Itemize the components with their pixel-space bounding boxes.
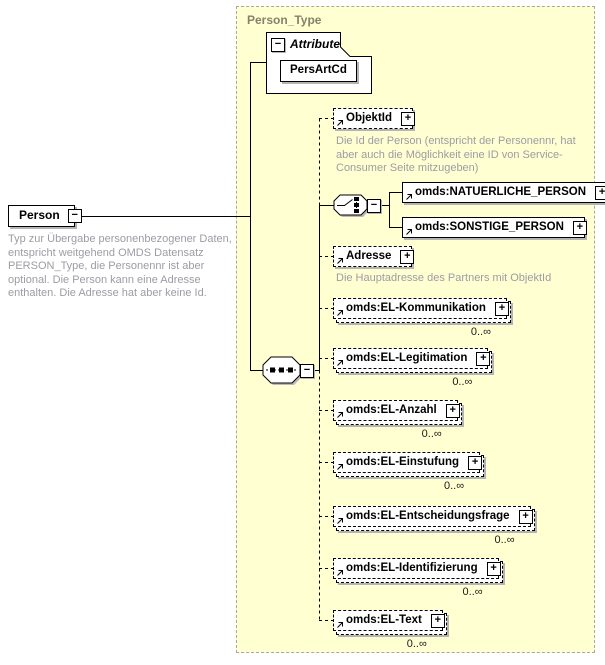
complex-type-container: Person_Type [236,6,595,653]
expand-button[interactable]: + [445,403,460,418]
element-adresse[interactable]: Adresse + [333,246,415,267]
expand-button[interactable]: + [572,220,587,235]
reference-arrow-icon [405,228,413,236]
element-el-text[interactable]: omds:EL-Text + 0..∞ [333,610,447,650]
occurrence-label: 0..∞ [494,534,515,546]
occurrence-label: 0..∞ [470,326,491,338]
element-el-identifizierung[interactable]: omds:EL-Identifizierung + 0..∞ [333,558,503,598]
element-el-legitimation[interactable]: omds:EL-Legitimation + 0..∞ [333,348,493,388]
element-name: omds:EL-Einstufung [346,456,460,468]
occurrence-label: 0..∞ [421,428,442,440]
occurrence-label: 0..∞ [462,586,483,598]
reference-arrow-icon [336,569,344,577]
reference-arrow-icon [336,463,344,471]
attribute-name: PersArtCd [290,64,347,76]
element-name: omds:EL-Kommunikation [346,302,486,314]
expand-button[interactable]: + [400,249,415,264]
element-natuerliche-person[interactable]: omds:NATUERLICHE_PERSON + [402,182,605,203]
choice-collapse-button[interactable]: − [367,199,381,213]
expand-button[interactable]: + [401,111,416,126]
reference-arrow-icon [336,309,344,317]
expand-button[interactable]: + [595,185,605,200]
element-person[interactable]: Person − [8,205,82,227]
reference-arrow-icon [405,193,413,201]
attribute-group-collapse-button[interactable]: − [271,38,285,52]
element-el-entscheidungsfrage[interactable]: omds:EL-Entscheidungsfrage + 0..∞ [333,506,535,546]
element-name: omds:EL-Legitimation [346,352,468,364]
element-el-kommunikation[interactable]: omds:EL-Kommunikation + 0..∞ [333,298,511,338]
element-name: Adresse [346,250,392,262]
collapse-button[interactable]: − [67,209,82,223]
element-name: omds:NATUERLICHE_PERSON [415,186,587,198]
element-name: Person [19,208,60,222]
reference-arrow-icon [336,621,344,629]
element-description: Die Hauptadresse des Partners mit Objekt… [336,272,552,284]
expand-button[interactable]: + [430,613,445,628]
expand-button[interactable]: + [468,455,483,470]
reference-arrow-icon [336,359,344,367]
element-el-einstufung[interactable]: omds:EL-Einstufung + 0..∞ [333,452,485,492]
expand-button[interactable]: + [476,351,491,366]
expand-button[interactable]: + [494,301,509,316]
element-name: omds:SONSTIGE_PERSON [415,221,564,233]
attribute-group-label: Attribute [290,37,340,51]
element-name: ObjektId [346,112,393,124]
element-name: omds:EL-Entscheidungsfrage [346,510,510,522]
occurrence-label: 0..∞ [444,480,465,492]
element-name: omds:EL-Text [346,614,422,626]
reference-arrow-icon [336,411,344,419]
element-description: Typ zur Übergabe personenbezogener Daten… [8,233,232,299]
expand-button[interactable]: + [486,561,501,576]
element-name: omds:EL-Anzahl [346,404,437,416]
occurrence-label: 0..∞ [452,376,473,388]
element-objektid[interactable]: ObjektId + [333,108,416,129]
element-el-anzahl[interactable]: omds:EL-Anzahl + 0..∞ [333,400,462,440]
occurrence-label: 0..∞ [406,638,427,650]
reference-arrow-icon [336,257,344,265]
element-sonstige-person[interactable]: omds:SONSTIGE_PERSON + [402,217,587,238]
element-description: Die Id der Person (entspricht der Person… [336,135,576,174]
reference-arrow-icon [336,517,344,525]
sequence-collapse-button[interactable]: − [300,364,314,378]
reference-arrow-icon [336,119,344,127]
expand-button[interactable]: + [518,509,533,524]
complex-type-title: Person_Type [247,13,322,27]
element-name: omds:EL-Identifizierung [346,562,478,574]
attribute-persartcd[interactable]: PersArtCd [280,60,357,82]
